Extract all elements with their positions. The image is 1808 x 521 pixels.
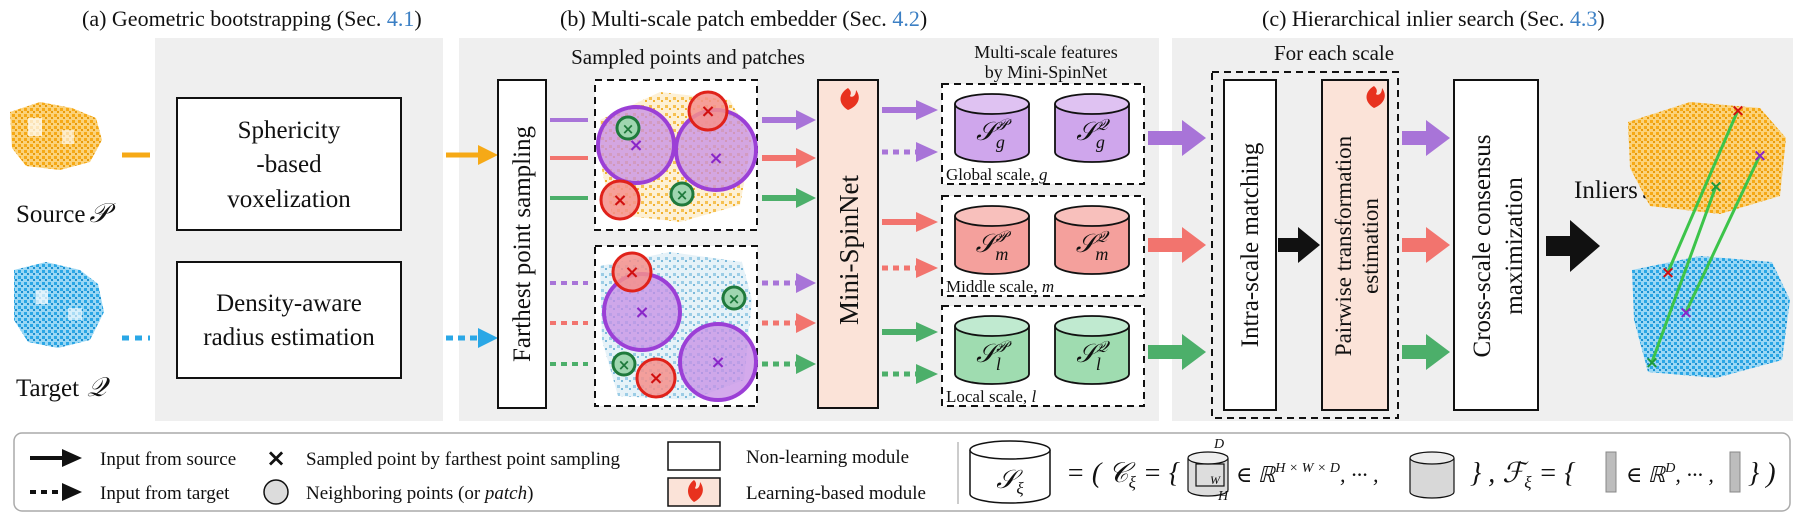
legend-vector-icon (1605, 451, 1617, 493)
sphericity-line-3: voxelization (227, 186, 351, 213)
svg-text:×: × (622, 120, 635, 138)
legend-gray-cylinder-icon (1409, 451, 1455, 499)
legend-source-arrow (30, 449, 82, 467)
legend-formula-rd: ∈ ℝD, ··· , (1626, 461, 1714, 487)
svg-text:×: × (1731, 101, 1745, 121)
legend-circle-icon (263, 479, 289, 505)
pairwise-transformation-box (1321, 79, 1389, 411)
svg-text:×: × (708, 148, 723, 169)
svg-text:×: × (634, 302, 649, 323)
svg-text:×: × (676, 186, 689, 204)
legend-dim-d: D (1213, 437, 1224, 452)
legend-formula-left: = ( 𝒞ξ = { (1066, 458, 1180, 492)
mini-spinnet-label: Mini-SpinNet (834, 175, 864, 326)
source-arrow-to-fps (446, 145, 498, 165)
legend-vector-icon (1729, 451, 1741, 493)
local-scale-label: Local scale, l (946, 387, 1036, 406)
svg-text:×: × (700, 101, 715, 122)
svg-text:×: × (618, 356, 631, 374)
for-each-scale-box (1211, 71, 1399, 419)
pairwise-line-2: estimation (1358, 198, 1383, 294)
svg-text:×: × (612, 190, 627, 211)
global-target-cylinder (1054, 93, 1130, 163)
section-c-title: (c) Hierarchical inlier search (Sec. 4.3… (1262, 6, 1605, 31)
svg-text:×: × (624, 262, 639, 283)
fps-to-patch-arrows (550, 118, 588, 366)
legend-neighbor-text: Neighboring points (or patch) (306, 483, 533, 504)
legend-source-text: Input from source (100, 449, 236, 470)
patches-title: Sampled points and patches (571, 45, 805, 69)
pairwise-to-cross-arrows (1402, 120, 1450, 370)
target-patches: × × × × × × (602, 251, 758, 402)
flame-icon (688, 480, 703, 502)
pairwise-line-1: Pairwise transformation (1331, 135, 1356, 356)
svg-text:×: × (1709, 177, 1723, 197)
cross-line-1: Cross-scale consensus (1469, 135, 1496, 358)
global-scale-label: Global scale, g (946, 165, 1048, 184)
legend-cube-cylinder-icon (1187, 451, 1229, 497)
section-b-title: (b) Multi-scale patch embedder (Sec. 4.2… (560, 6, 927, 31)
section-a-title: (a) Geometric bootstrapping (Sec. 4.1) (82, 6, 422, 31)
svg-text:×: × (1661, 263, 1675, 283)
legend-feature-cylinder (969, 440, 1051, 504)
flame-icon (840, 88, 859, 110)
for-each-scale-label: For each scale (1274, 41, 1394, 65)
local-source-cylinder (954, 315, 1030, 385)
features-title-line-1: Multi-scale features (974, 42, 1117, 62)
inlier-target-cloud (1632, 256, 1790, 378)
density-line-1: Density-aware (216, 290, 362, 317)
legend-sampled-text: Sampled point by farthest point sampling (306, 449, 620, 470)
intra-to-pairwise-arrow (1278, 227, 1320, 263)
svg-text:×: × (628, 135, 643, 156)
legend-dim-h: H (1217, 489, 1229, 504)
cross-to-inliers-arrow (1546, 220, 1600, 272)
svg-text:×: × (728, 290, 741, 308)
features-title-line-2: by Mini-SpinNet (985, 62, 1108, 82)
middle-scale-label: Middle scale, m (946, 277, 1054, 296)
intra-scale-matching-label: Intra-scale matching (1237, 142, 1264, 347)
target-point-cloud (14, 262, 104, 348)
sphericity-voxelization-box (176, 97, 402, 231)
density-radius-box (176, 261, 402, 379)
legend-target-text: Input from target (100, 483, 230, 504)
sphericity-line-2: -based (256, 151, 322, 178)
source-patches: × × × × × × (596, 90, 758, 221)
svg-text:×: × (1753, 146, 1767, 166)
middle-source-cylinder (954, 205, 1030, 275)
density-line-2: radius estimation (203, 324, 375, 351)
source-point-cloud (10, 102, 102, 170)
legend-non-learning-swatch (667, 441, 721, 471)
svg-text:×: × (710, 352, 725, 373)
legend-cross-icon: × (266, 444, 286, 472)
svg-text:×: × (1679, 303, 1693, 323)
features-to-search-arrows (1148, 120, 1206, 370)
spinnet-to-features-arrows (882, 100, 938, 384)
target-arrow-to-fps (446, 328, 498, 348)
legend-box (13, 432, 1791, 512)
fps-box (497, 79, 547, 409)
inlier-correspondence-lines: × × × × × × (1645, 101, 1767, 373)
middle-target-cylinder (1054, 205, 1130, 275)
legend-dim-w: W (1210, 473, 1221, 487)
flame-icon (1366, 86, 1385, 108)
legend-non-learning-text: Non-learning module (746, 447, 909, 468)
legend-formula-f: } , ℱξ = { (1470, 458, 1576, 492)
global-source-cylinder (954, 93, 1030, 163)
intra-scale-matching-box (1223, 79, 1277, 411)
mini-spinnet-box (817, 79, 879, 409)
svg-text:×: × (648, 368, 663, 389)
legend-target-arrow (30, 483, 82, 501)
fps-label: Farthest point sampling (509, 125, 536, 362)
cross-scale-consensus-box (1453, 79, 1539, 411)
svg-text:×: × (1645, 353, 1659, 373)
legend-learning-text: Learning-based module (746, 483, 926, 504)
patches-to-spinnet-arrows (762, 110, 816, 374)
cross-line-2: maximization (1501, 177, 1528, 315)
legend-formula-close: } ) (1748, 458, 1776, 489)
local-target-cylinder (1054, 315, 1130, 385)
sphericity-line-1: Sphericity (238, 117, 341, 144)
